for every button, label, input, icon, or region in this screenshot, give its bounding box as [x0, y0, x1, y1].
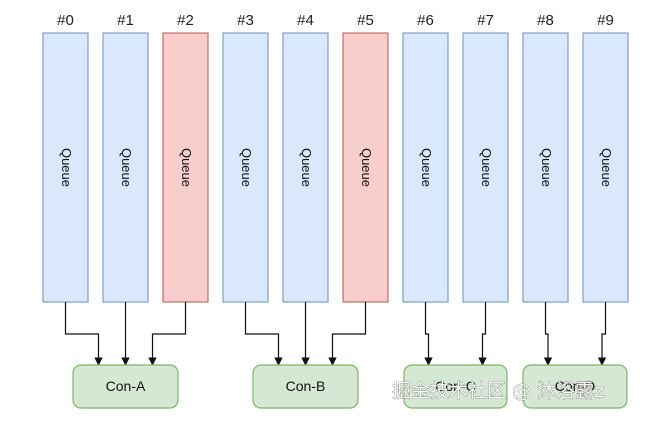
consumer-label: Con-D [555, 378, 595, 394]
queue-box-label: Queue [599, 148, 614, 187]
queue-box-label: Queue [299, 148, 314, 187]
queue-box-label: Queue [179, 148, 194, 187]
consumer-label: Con-A [106, 378, 146, 394]
queue-index-label: #9 [597, 12, 614, 29]
queue-index-label: #7 [477, 12, 494, 29]
queue-box [462, 32, 509, 303]
edge-queue-5-to-consumer-1 [328, 302, 367, 366]
queue-index-label: #2 [177, 12, 194, 29]
queue-index-label: #0 [57, 12, 74, 29]
edge-queue-8-to-consumer-3 [543, 302, 553, 366]
queue-box [102, 32, 149, 303]
consumer-1: Con-B [252, 364, 359, 409]
consumer-3: Con-D [522, 364, 628, 409]
consumer-2: Con-C [403, 364, 508, 409]
queue-box-label: Queue [419, 148, 434, 187]
queue-index-label: #3 [237, 12, 254, 29]
queue-index-label: #6 [417, 12, 434, 29]
queue-box-highlighted [342, 32, 389, 303]
queue-box [42, 32, 89, 303]
queue-box-label: Queue [479, 148, 494, 187]
edge-queue-3-to-consumer-1 [244, 302, 283, 366]
consumer-label: Con-B [286, 378, 326, 394]
consumer-box [522, 364, 628, 409]
edge-queue-9-to-consumer-3 [597, 302, 607, 366]
queue-box [582, 32, 629, 303]
consumer-label: Con-C [435, 378, 475, 394]
edge-queue-0-to-consumer-0 [64, 302, 103, 366]
consumer-0: Con-A [72, 364, 179, 409]
queue-box-label: Queue [59, 148, 74, 187]
edge-queue-2-to-consumer-0 [148, 302, 187, 366]
queue-box [282, 32, 329, 303]
queue-box-label: Queue [539, 148, 554, 187]
edge-queue-7-to-consumer-2 [478, 302, 487, 366]
watermark-text: 掘金技术社区 @ 沐浴露z [392, 380, 604, 402]
queue-box-highlighted [162, 32, 209, 303]
consumer-box [403, 364, 508, 409]
queue-box-label: Queue [359, 148, 374, 187]
consumer-box [252, 364, 359, 409]
queue-index-label: #1 [117, 12, 134, 29]
consumer-box [72, 364, 179, 409]
queue-index-label: #5 [357, 12, 374, 29]
queue-box [222, 32, 269, 303]
edge-queue-6-to-consumer-2 [424, 302, 433, 366]
queue-index-label: #8 [537, 12, 554, 29]
queue-box-label: Queue [119, 148, 134, 187]
queue-index-label: #4 [297, 12, 314, 29]
queue-box-label: Queue [239, 148, 254, 187]
